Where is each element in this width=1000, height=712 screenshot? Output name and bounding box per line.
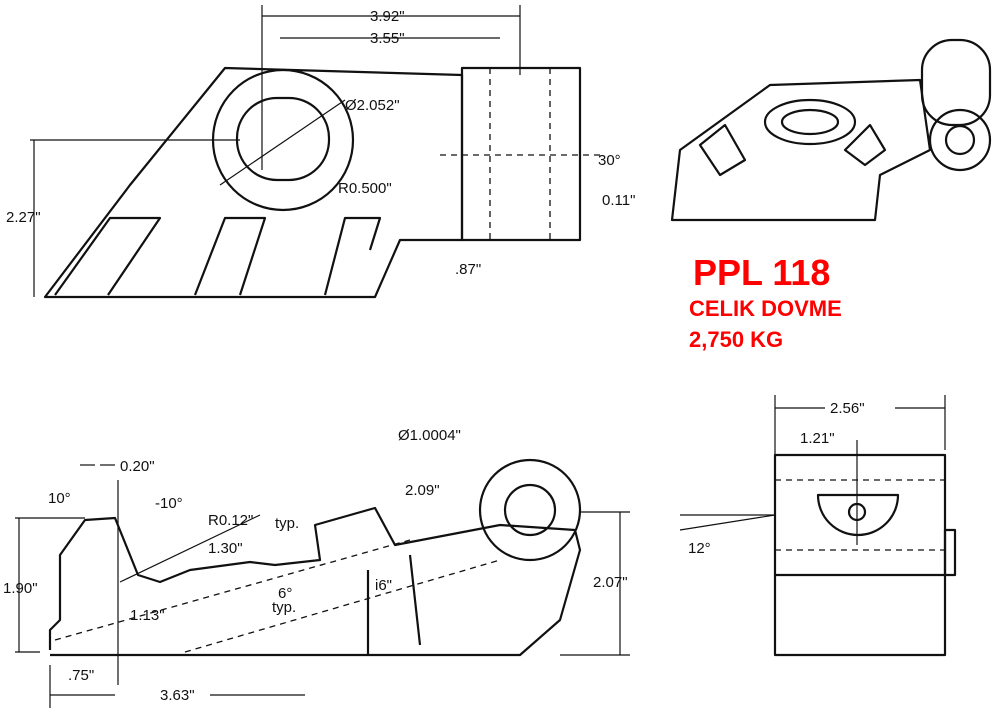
dim-top-offset: 2.09" xyxy=(405,482,440,499)
end-view: 2.56" 1.21" 12° xyxy=(679,395,957,657)
dim-angle: 12° xyxy=(688,540,711,557)
dim-height: 2.27" xyxy=(6,209,41,226)
dim-base-height: .87" xyxy=(455,261,481,278)
dim-tip-width: 0.20" xyxy=(120,458,155,475)
dim-overall-width: 3.92" xyxy=(370,8,405,25)
dim-fillet: R0.12" xyxy=(208,512,253,529)
dim-inner-width: 3.55" xyxy=(370,30,405,47)
dim-eye-height: 2.07" xyxy=(593,574,628,591)
dim-pin-diameter: Ø1.0004" xyxy=(398,427,461,444)
dim-angle: 30° xyxy=(598,152,621,169)
dim-half-width: 1.21" xyxy=(800,430,835,447)
isometric-view xyxy=(670,38,992,222)
dim-inner-height: 1.13" xyxy=(130,607,165,624)
dim-bore-diameter: Ø2.052" xyxy=(345,97,400,114)
dim-radius: R0.500" xyxy=(338,180,392,197)
profile-view: 0.20" 10° -10° R0.12" typ. 1.30" 2.09" Ø… xyxy=(3,427,630,708)
dim-pocket-note: typ. xyxy=(272,599,296,616)
dim-front-length: .75" xyxy=(68,667,94,684)
weight-label: 2,750 KG xyxy=(689,327,784,352)
dim-offset: 0.11" xyxy=(602,192,635,209)
dim-width: 2.56" xyxy=(830,400,865,417)
dim-step: 1.30" xyxy=(208,540,243,557)
dim-pocket: i6" xyxy=(375,577,392,594)
dim-height: 1.90" xyxy=(3,580,38,597)
dim-fillet-note: typ. xyxy=(275,515,299,532)
material-label: CELIK DOVME xyxy=(689,296,842,321)
dim-pocket-angle: 6° xyxy=(278,585,292,602)
dim-length: 3.63" xyxy=(160,687,195,704)
part-number: PPL 118 xyxy=(693,252,831,293)
dim-slope-angle: -10° xyxy=(155,495,183,512)
dim-tip-angle: 10° xyxy=(48,490,71,507)
side-view: 3.92" 3.55" Ø2.052" R0.500" 30° 0.11" 2.… xyxy=(6,5,635,299)
